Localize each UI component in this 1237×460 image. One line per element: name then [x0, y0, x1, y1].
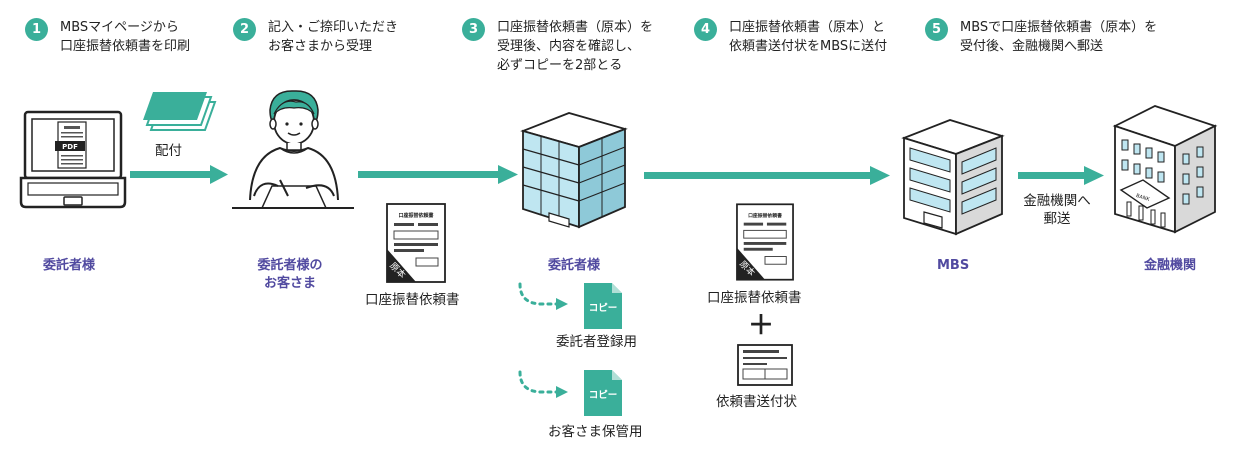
- bank-building-icon: BANK: [1112, 105, 1218, 234]
- actor-customer: 委託者様の お客さま: [257, 258, 323, 291]
- actor-mbs: MBS: [937, 258, 970, 273]
- step-number: 4: [694, 18, 717, 41]
- distribute-label: 配付: [155, 143, 182, 159]
- copy-branch-arrow-2: [518, 370, 568, 398]
- form-label-2: 口座振替依頼書: [707, 290, 802, 306]
- actor-bank: 金融機関: [1144, 258, 1197, 273]
- step-number: 5: [925, 18, 948, 41]
- step-description: 口座振替依頼書（原本）と 依頼書送付状をMBSに送付: [729, 20, 888, 54]
- cover-letter-label: 依頼書送付状: [716, 394, 797, 410]
- svg-text:コピー: コピー: [589, 389, 618, 401]
- copy-branch-arrow-1: [518, 282, 568, 310]
- step-1: 1 MBSマイページから 口座振替依頼書を印刷: [25, 18, 190, 56]
- step-4: 4 口座振替依頼書（原本）と 依頼書送付状をMBSに送付: [694, 18, 887, 56]
- copy-customer-label: お客さま保管用: [548, 424, 643, 440]
- plus-sign: ＋: [748, 311, 775, 341]
- step-number: 1: [25, 18, 48, 41]
- step-number: 3: [462, 18, 485, 41]
- flow-arrow-3: [644, 166, 890, 185]
- form-label: 口座振替依頼書: [365, 292, 460, 308]
- step-description: 記入・ご捺印いただき お客さまから受理: [268, 20, 399, 54]
- flow-arrow-2: [358, 165, 518, 184]
- flow-arrow-4: [1018, 166, 1104, 185]
- step-description: 口座振替依頼書（原本）を 受理後、内容を確認し、 必ずコピーを2部とる: [497, 20, 654, 73]
- svg-text:口座振替依頼書: 口座振替依頼書: [748, 212, 782, 219]
- person-writing-icon: [232, 90, 354, 209]
- cover-letter-icon: [737, 344, 793, 386]
- svg-text:PDF: PDF: [62, 143, 78, 151]
- laptop-icon: PDF: [19, 110, 127, 209]
- svg-text:口座振替依頼書: 口座振替依頼書: [398, 212, 433, 219]
- svg-text:コピー: コピー: [589, 302, 618, 314]
- step-2: 2 記入・ご捺印いただき お客さまから受理: [233, 18, 398, 56]
- copy-document-icon: コピー: [584, 370, 622, 416]
- step-description: MBSマイページから 口座振替依頼書を印刷: [60, 20, 191, 54]
- actor-consignor-2: 委託者様: [548, 258, 601, 273]
- flow-arrow-1: [130, 165, 228, 184]
- form-original-icon: 口座振替依頼書 原本: [386, 203, 446, 283]
- step-3: 3 口座振替依頼書（原本）を 受理後、内容を確認し、 必ずコピーを2部とる: [462, 18, 653, 75]
- mbs-building-icon: [901, 119, 1005, 236]
- step-5: 5 MBSで口座振替依頼書（原本）を 受付後、金融機関へ郵送: [925, 18, 1157, 56]
- actor-consignor: 委託者様: [43, 258, 96, 273]
- mail-label: 金融機関へ 郵送: [1023, 193, 1091, 227]
- step-number: 2: [233, 18, 256, 41]
- office-building-icon: [520, 112, 628, 229]
- svg-text:BANK: BANK: [1135, 193, 1151, 203]
- copy-register-label: 委託者登録用: [556, 334, 637, 350]
- form-original-icon: 口座振替依頼書 原本: [736, 203, 794, 281]
- step-description: MBSで口座振替依頼書（原本）を 受付後、金融機関へ郵送: [960, 20, 1158, 54]
- paper-stack-icon: [143, 92, 217, 131]
- copy-document-icon: コピー: [584, 283, 622, 329]
